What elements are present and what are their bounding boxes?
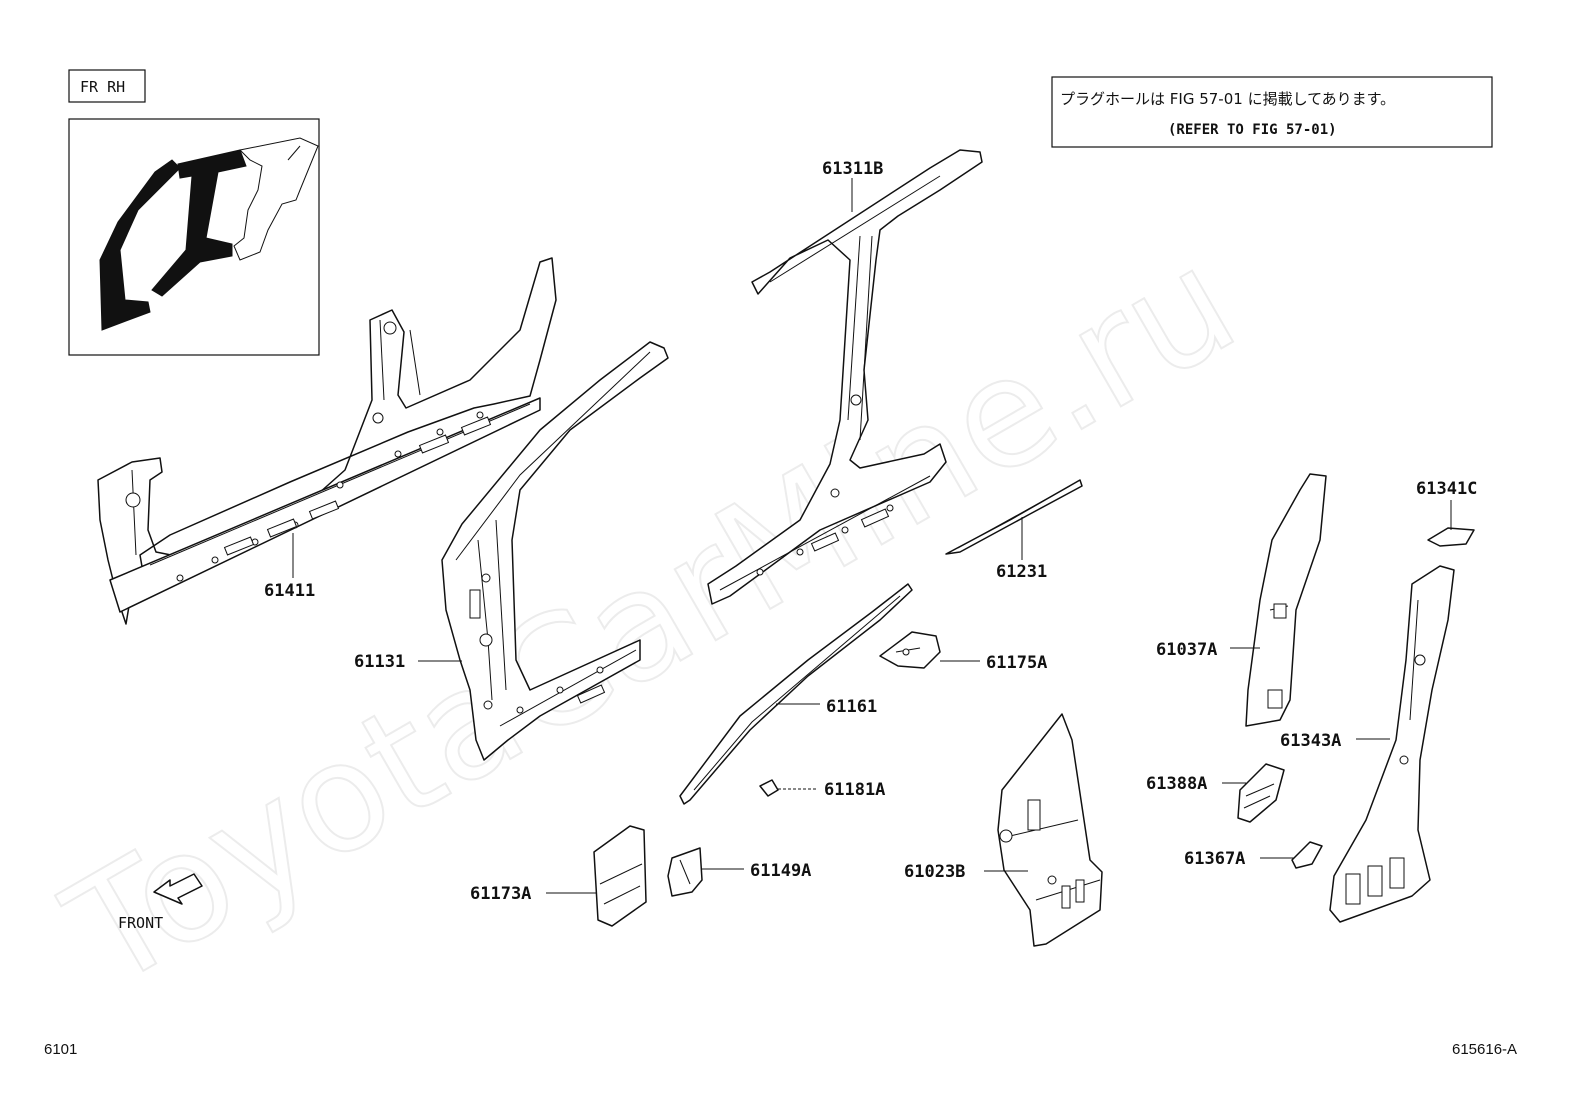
part-61388A-shape: [1237, 763, 1285, 823]
part-label-61149A[interactable]: 61149A: [750, 861, 811, 881]
part-label-61023B[interactable]: 61023B: [904, 862, 965, 882]
part-61343A-shape: [1329, 565, 1455, 923]
note-japanese: プラグホールは FIG 57-01 に掲載してあります。: [1060, 90, 1395, 108]
front-direction: FRONT: [118, 873, 203, 932]
part-label-61411[interactable]: 61411: [264, 581, 315, 601]
part-61181A-shape: [759, 779, 779, 797]
part-61173A-shape: [593, 825, 647, 927]
note-english: (REFER TO FIG 57-01): [1168, 122, 1337, 138]
drawing-code: 615616-A: [1452, 1041, 1517, 1058]
section-tag: FR RH: [68, 69, 146, 103]
part-label-61037A[interactable]: 61037A: [1156, 640, 1217, 660]
locator-silhouette-icon: [99, 137, 319, 331]
part-61231-shape: [945, 479, 1083, 555]
part-61037A-shape: [1245, 473, 1327, 727]
part-61161-shape: [679, 583, 913, 805]
part-label-61161[interactable]: 61161: [826, 697, 877, 717]
part-label-61173A[interactable]: 61173A: [470, 884, 531, 904]
part-label-61231[interactable]: 61231: [996, 562, 1047, 582]
part-label-61367A[interactable]: 61367A: [1184, 849, 1245, 869]
part-61311B-shape: [707, 149, 983, 605]
front-arrow-icon: [153, 873, 203, 905]
part-61023B-shape: [997, 713, 1103, 947]
locator-inset: [68, 118, 320, 356]
reference-note: プラグホールは FIG 57-01 に掲載してあります。 (REFER TO F…: [1051, 76, 1493, 148]
part-61367A-shape: [1291, 841, 1323, 869]
front-label: FRONT: [118, 914, 163, 932]
part-label-61388A[interactable]: 61388A: [1146, 774, 1207, 794]
part-label-61131[interactable]: 61131: [354, 652, 405, 672]
part-61411-shape: [97, 257, 557, 625]
section-tag-text: FR RH: [80, 78, 125, 96]
figure-number: 6101: [44, 1041, 77, 1058]
part-label-61343A[interactable]: 61343A: [1280, 731, 1341, 751]
part-61175A-shape: [879, 631, 941, 669]
part-label-61181A[interactable]: 61181A: [824, 780, 885, 800]
part-label-61311B[interactable]: 61311B: [822, 159, 883, 179]
part-label-61341C[interactable]: 61341C: [1416, 479, 1477, 499]
part-61131-shape: [441, 341, 669, 761]
part-label-61175A[interactable]: 61175A: [986, 653, 1047, 673]
part-61149A-shape: [667, 847, 703, 897]
part-61341C-shape: [1427, 527, 1475, 547]
